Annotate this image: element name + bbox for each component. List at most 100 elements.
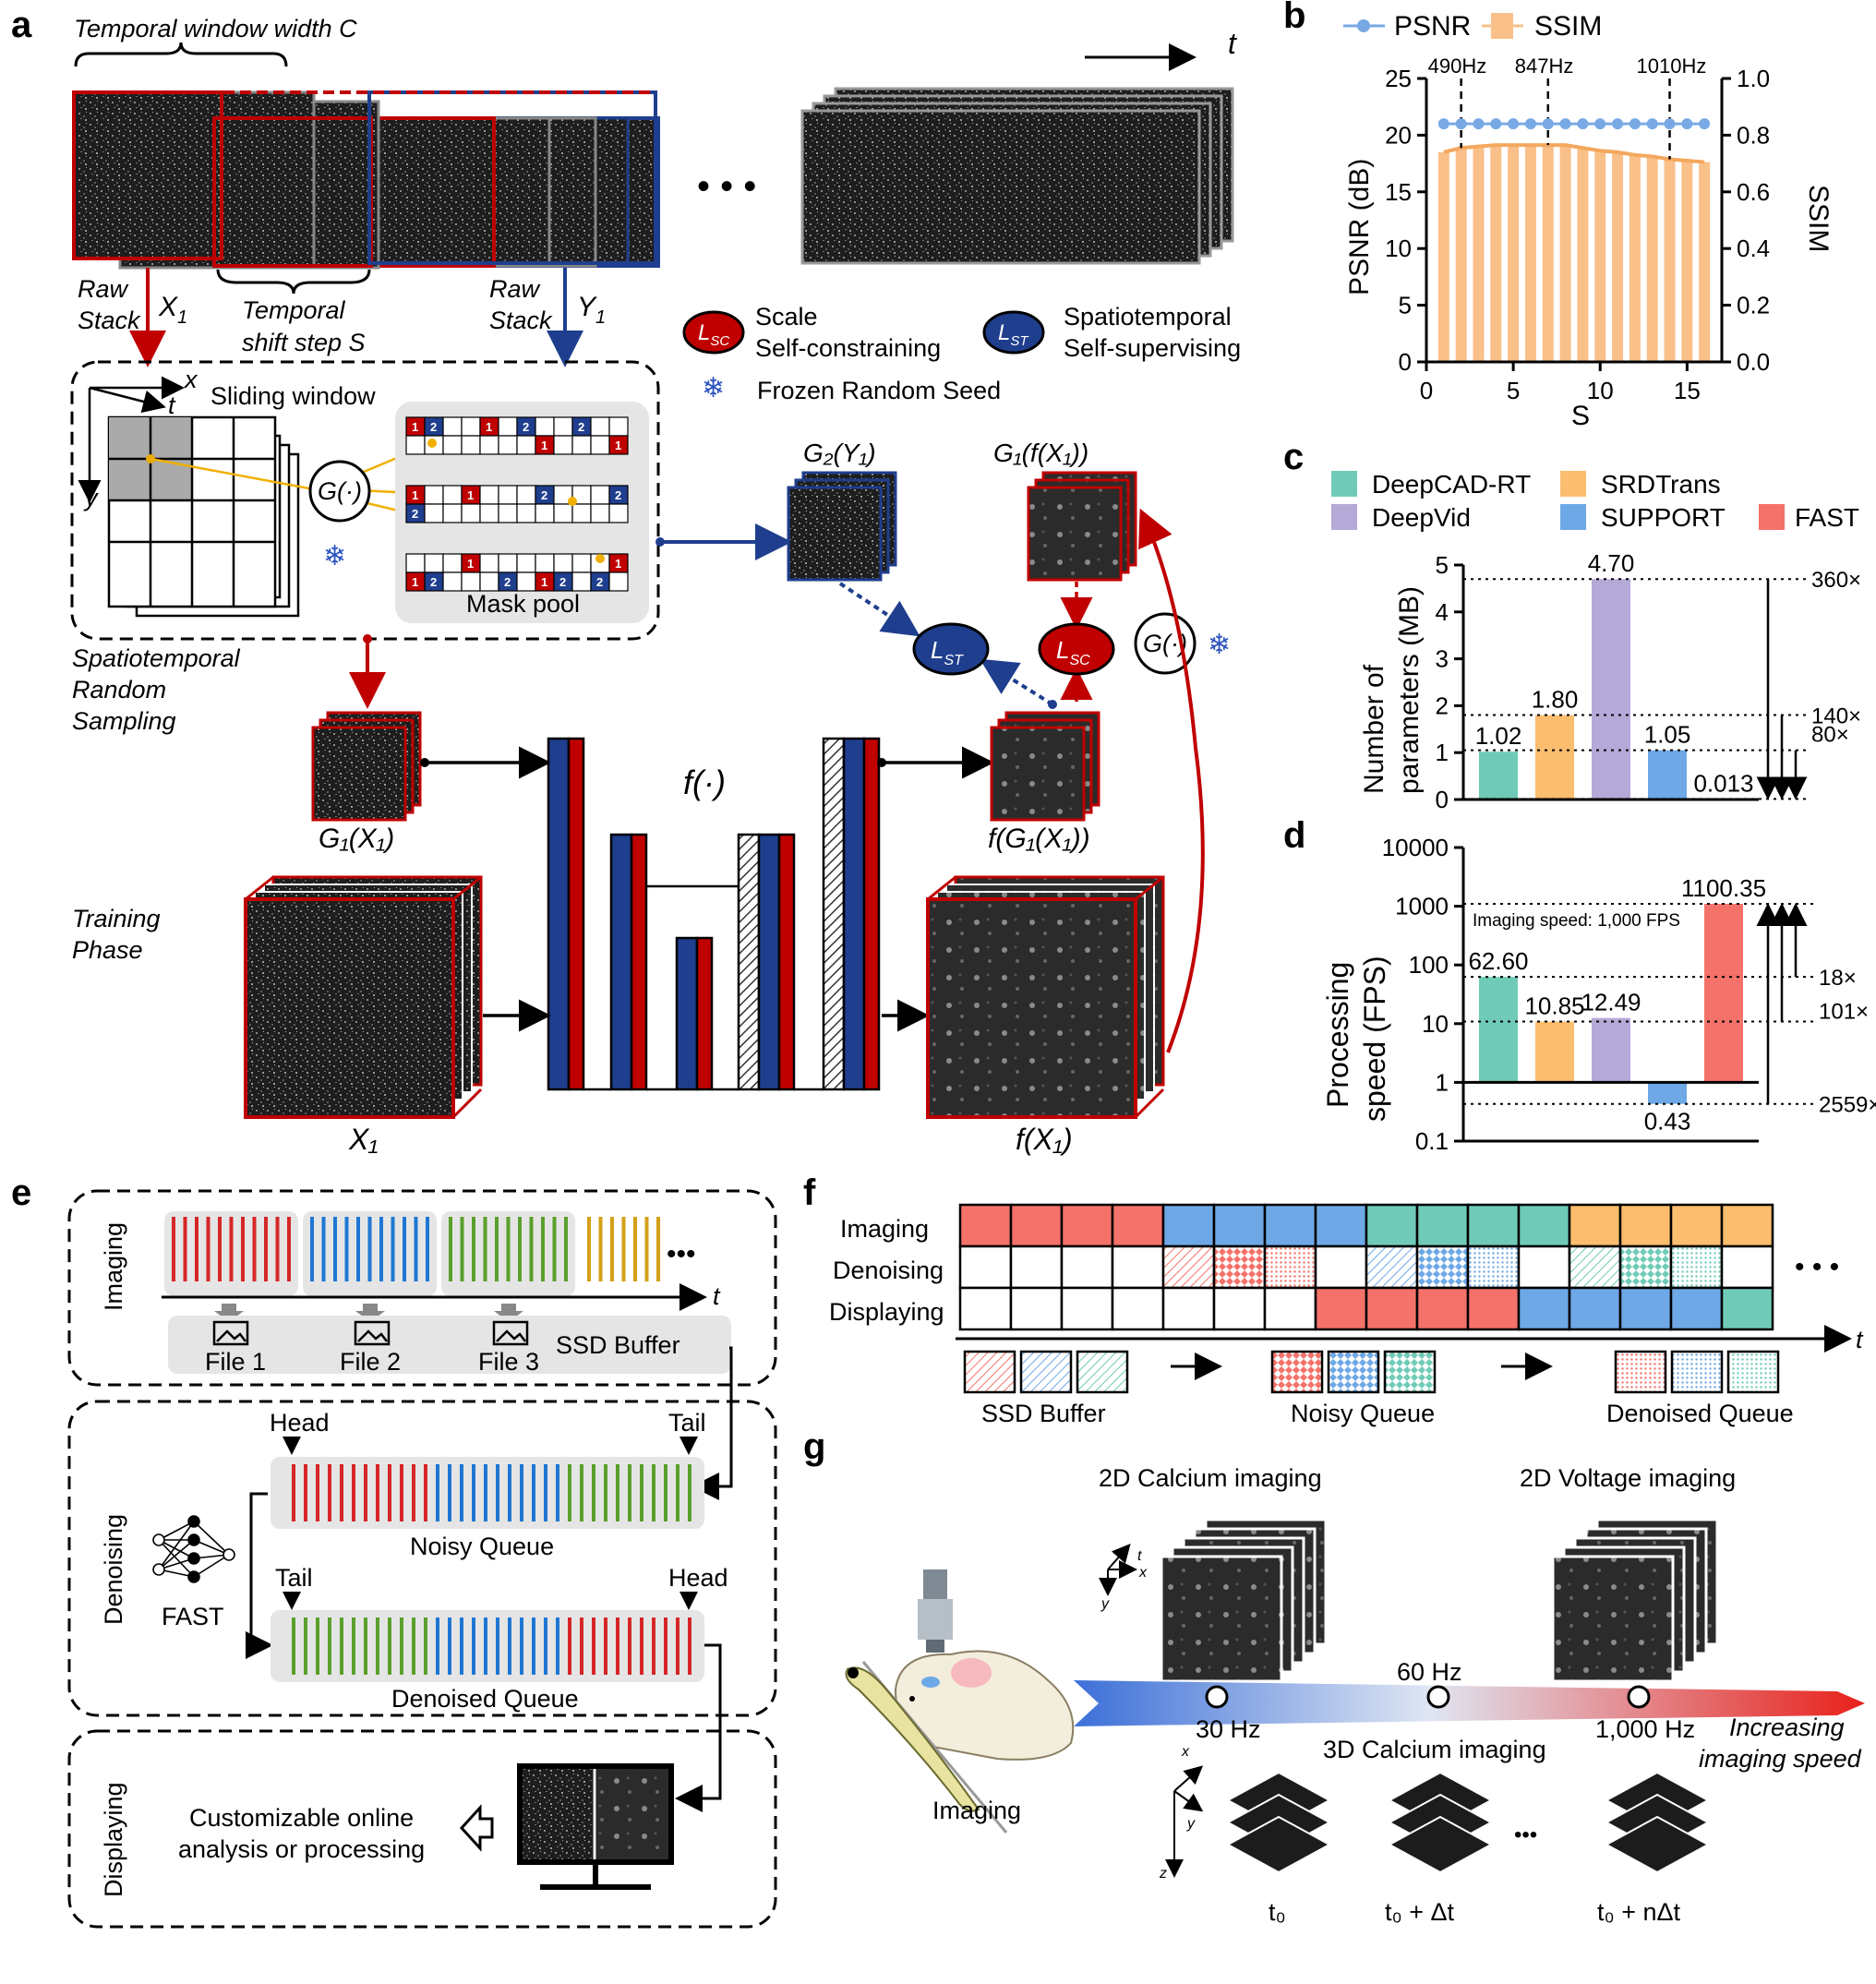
- pipeline-cell: [1568, 1203, 1622, 1248]
- g2y1-cube: [787, 471, 897, 582]
- ratio-label: 360×: [1811, 568, 1861, 593]
- ssim-bar: [1612, 151, 1624, 362]
- pipeline-cell: [1060, 1286, 1114, 1331]
- ca2d-axes: [1099, 1543, 1137, 1596]
- x-tick: 10: [1587, 377, 1614, 404]
- y-left-tick: 5: [1399, 292, 1412, 319]
- pipeline-cell: [958, 1245, 1013, 1290]
- speed-value-label: 1100.35: [1681, 874, 1766, 902]
- mask-cell: [461, 503, 481, 523]
- mask-cell: [405, 553, 426, 573]
- y-left-tick: 20: [1385, 121, 1412, 149]
- pipeline-cell: [958, 1203, 1013, 1248]
- mask-cell: [590, 485, 610, 505]
- pipeline-cell: [1720, 1245, 1774, 1290]
- param-bar: [1479, 752, 1518, 800]
- mask-cell-label: 2: [412, 507, 418, 521]
- mask-cell-label: 2: [523, 420, 529, 434]
- pipeline-cell: [1212, 1286, 1267, 1331]
- annotation-label: 847Hz: [1515, 54, 1574, 78]
- noisy-queue-legend: [1270, 1350, 1437, 1394]
- legend-support: SUPPORT: [1601, 503, 1726, 532]
- g1x1-cube: [311, 711, 422, 822]
- ssim-bar: [1577, 148, 1589, 362]
- row-label-denoising: Denoising: [833, 1257, 944, 1284]
- speed-bar: [1704, 903, 1743, 1083]
- y-tick: 1: [1436, 739, 1449, 766]
- y-tick: 5: [1436, 551, 1449, 579]
- y-tick: 100: [1409, 951, 1449, 979]
- lsc-node: LSC: [1038, 622, 1115, 676]
- mask-cell: [461, 571, 481, 592]
- y-right-tick: 0.2: [1737, 292, 1770, 319]
- mask-cell: [590, 503, 610, 523]
- imaging-label: Imaging: [932, 1797, 1021, 1824]
- tail-label-denoised: Tail: [275, 1564, 313, 1592]
- mask-cell: [535, 416, 555, 437]
- pipeline-cell: [1365, 1286, 1419, 1331]
- speed-bar: [1648, 1082, 1687, 1104]
- mask-cell-label: 1: [412, 575, 418, 589]
- pipeline-cell: [1568, 1245, 1622, 1290]
- psnr-point: [1490, 118, 1502, 130]
- panel-c: c DeepCAD-RT SRDTrans DeepVid SUPPORT FA…: [1283, 437, 1861, 813]
- mask-cell: [424, 485, 444, 505]
- imaging-frames: [172, 1217, 660, 1281]
- y-right-tick: 0.6: [1737, 178, 1770, 206]
- mask-cell-label: 2: [504, 575, 511, 589]
- ssd-buffer-bg: [168, 1316, 731, 1374]
- increasing-label-2: imaging speed: [1699, 1745, 1862, 1773]
- ssim-bar: [1681, 161, 1693, 362]
- f-noisy-queue-label: Noisy Queue: [1291, 1400, 1435, 1427]
- volume-dots: •••: [1514, 1822, 1537, 1847]
- mask-cell-label: 2: [578, 420, 584, 434]
- analysis-label-2: analysis or processing: [178, 1835, 425, 1863]
- mask-cell: [461, 416, 481, 437]
- ca2d-axis-t: t: [1137, 1548, 1142, 1564]
- head-label-noisy: Head: [270, 1409, 330, 1437]
- mask-cell: [535, 553, 555, 573]
- mask-cell-label: 1: [486, 420, 492, 434]
- pipeline-cell: [1466, 1286, 1521, 1331]
- lst-desc-1: Spatiotemporal: [1064, 303, 1232, 331]
- pipeline-cell: [1466, 1203, 1521, 1248]
- psnr-point: [1699, 118, 1711, 130]
- panel-g: g 2D Calcium imaging 2D Voltage imaging …: [803, 1426, 1865, 1926]
- mask-cell-label: 1: [541, 439, 547, 452]
- mask-cell-label: 2: [615, 488, 621, 502]
- psnr-point: [1437, 118, 1449, 130]
- marker-60hz: [1426, 1685, 1450, 1709]
- y-right-tick: 0.0: [1737, 348, 1770, 376]
- volume-slice: [1604, 1815, 1711, 1874]
- ratio-label: 80×: [1811, 723, 1849, 748]
- file-icons: [212, 1320, 529, 1346]
- chart-b-ylabel-left: PSNR (dB): [1344, 159, 1375, 295]
- denoised-queue-label: Denoised Queue: [391, 1685, 579, 1713]
- mask-sample-point: [595, 554, 605, 563]
- legend-psnr-marker: [1357, 19, 1370, 32]
- pipeline-grid: [958, 1203, 1774, 1331]
- speed-bar: [1479, 977, 1518, 1083]
- y-right-tick: 1.0: [1737, 65, 1770, 92]
- param-value-label: 1.05: [1644, 721, 1691, 749]
- legend-fast: FAST: [1795, 503, 1859, 532]
- mask-cell: [553, 503, 573, 523]
- mask-cell: [516, 571, 536, 592]
- training-phase-label-1: Training: [72, 905, 161, 932]
- side-label-denoising: Denoising: [100, 1514, 127, 1625]
- lst-desc-2: Self-supervising: [1064, 334, 1241, 362]
- hz60-label: 60 Hz: [1397, 1658, 1462, 1686]
- g-operator-circle: [308, 460, 371, 523]
- raw-stack-x-label-1: Raw: [78, 275, 129, 303]
- mask-cell: [498, 503, 518, 523]
- x-tick: 15: [1674, 377, 1701, 404]
- shift-brace: [216, 269, 371, 295]
- legend-deepvid: DeepVid: [1372, 503, 1471, 532]
- param-value-label: 4.70: [1588, 549, 1635, 577]
- mask-cell: [498, 435, 518, 455]
- fast-network-icon: [152, 1515, 235, 1583]
- ca3d-axes: [1165, 1765, 1204, 1878]
- g1fx1-label: G₁(f(X₁)): [993, 439, 1088, 467]
- param-value-label: 1.02: [1475, 722, 1522, 750]
